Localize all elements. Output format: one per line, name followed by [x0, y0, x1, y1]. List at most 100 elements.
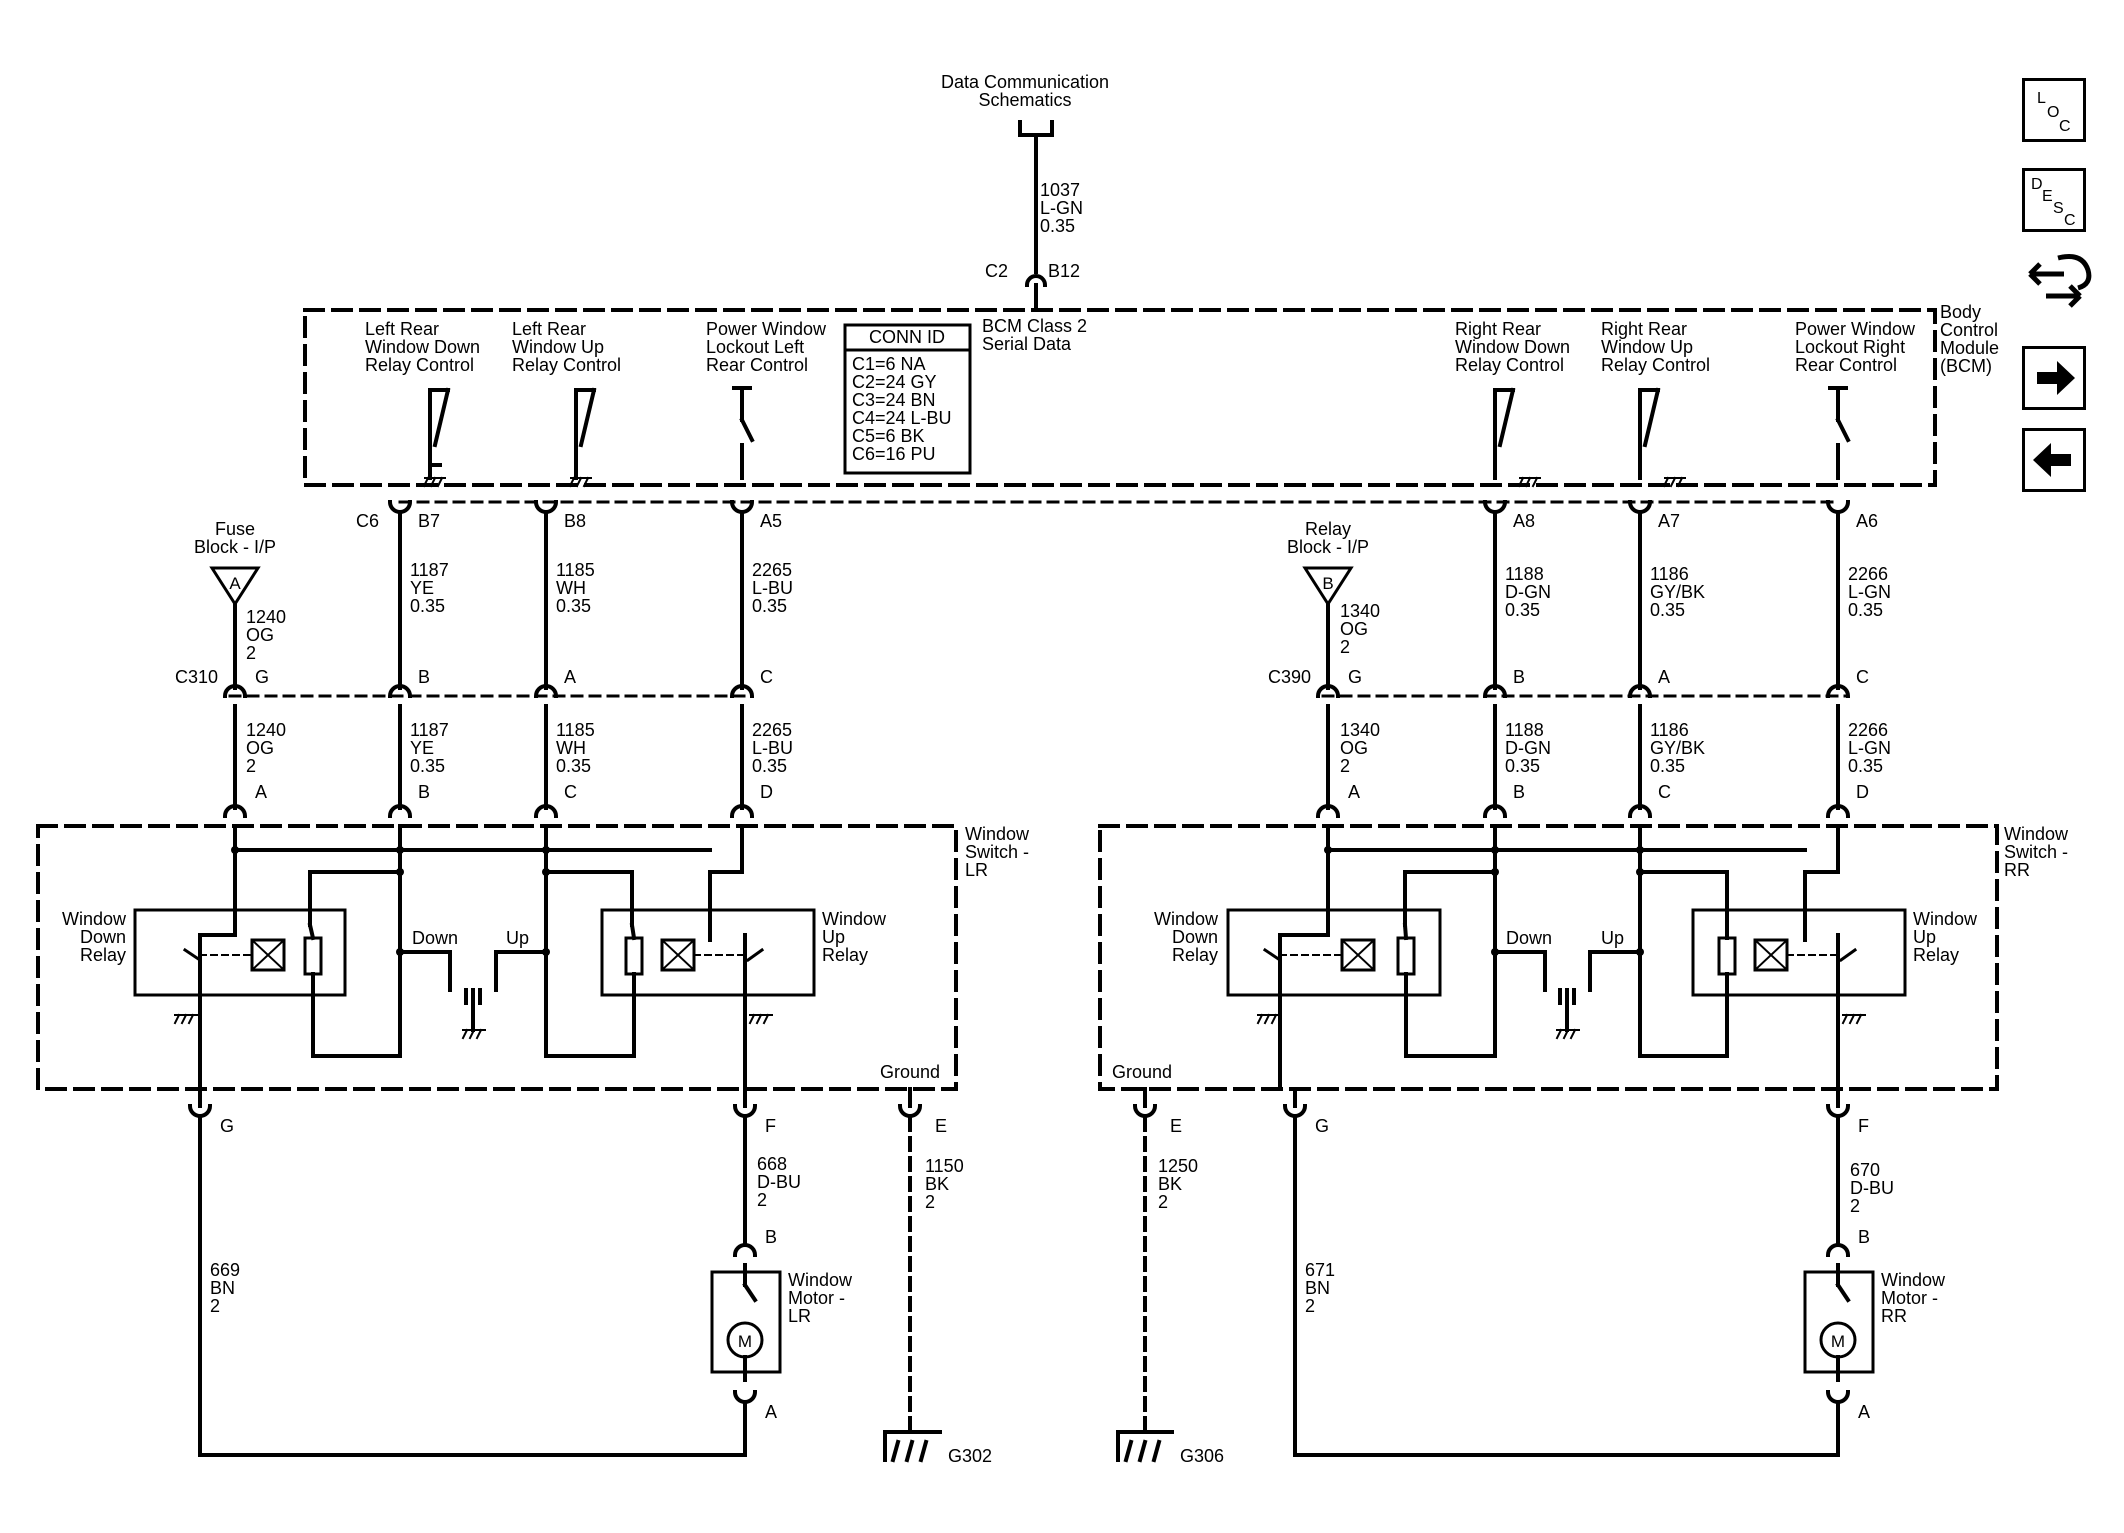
- motor-rr-3: RR: [1881, 1306, 1907, 1326]
- ground-label-rr: Ground: [1112, 1062, 1172, 1082]
- wire-1340-size-a: 2: [1340, 637, 1350, 657]
- wire-668-num: 668: [757, 1154, 787, 1174]
- conn-id-title: CONN ID: [869, 327, 945, 347]
- wire-2265-num-a: 2265: [752, 560, 792, 580]
- pin-f-rr: F: [1858, 1116, 1869, 1136]
- lockout-left-1: Power Window: [706, 319, 827, 339]
- wire-1187-size-a: 0.35: [410, 596, 445, 616]
- pin-g-lr: G: [220, 1116, 234, 1136]
- down-relay-rr-2: Down: [1172, 927, 1218, 947]
- wire-1187-size-b: 0.35: [410, 756, 445, 776]
- switch-lr-1: Window: [965, 824, 1030, 844]
- up-relay-lr-2: Up: [822, 927, 845, 947]
- down-relay-lr-3: Relay: [80, 945, 126, 965]
- sw-rr-pin-a: A: [1348, 782, 1360, 802]
- svg-text:O: O: [2047, 104, 2059, 121]
- up-relay-lr-3: Relay: [822, 945, 868, 965]
- left-down-ctrl-2: Window Down: [365, 337, 480, 357]
- wire-1185-color-a: WH: [556, 578, 586, 598]
- wire-1250-num: 1250: [1158, 1156, 1198, 1176]
- up-relay-rr-2: Up: [1913, 927, 1936, 947]
- down-relay-rr-1: Window: [1154, 909, 1219, 929]
- conn-row-4: C4=24 L-BU: [852, 408, 952, 428]
- loc-button[interactable]: L O C: [2022, 78, 2086, 142]
- motor-lr-pin-b: B: [765, 1227, 777, 1247]
- motor-rr-1: Window: [1881, 1270, 1946, 1290]
- wire-2265-num-b: 2265: [752, 720, 792, 740]
- motor-lr-pin-a: A: [765, 1402, 777, 1422]
- down-relay-lr-2: Down: [80, 927, 126, 947]
- switch-lr-3: LR: [965, 860, 988, 880]
- loc-icon: L O C: [2037, 90, 2071, 135]
- data-comm-label-2: Schematics: [978, 90, 1071, 110]
- relay-block-label-2: Block - I/P: [1287, 537, 1369, 557]
- sw-lr-pin-a: A: [255, 782, 267, 802]
- down-label-rr: Down: [1506, 928, 1552, 948]
- svg-text:L: L: [2037, 90, 2046, 107]
- wire-1188-num-b: 1188: [1505, 720, 1544, 740]
- wire-2266-num-a: 2266: [1848, 564, 1888, 584]
- wire-2266-color-b: L-GN: [1848, 738, 1891, 758]
- wire-1185-size-a: 0.35: [556, 596, 591, 616]
- wire-1240-size-a: 2: [246, 643, 256, 663]
- svg-text:C: C: [2064, 212, 2076, 229]
- pin-a5: A5: [760, 511, 782, 531]
- wire-2266-size-b: 0.35: [1848, 756, 1883, 776]
- switch-rr-3: RR: [2004, 860, 2030, 880]
- wire-1340-color-b: OG: [1340, 738, 1368, 758]
- sw-lr-pin-b: B: [418, 782, 430, 802]
- lockout-left-3: Rear Control: [706, 355, 808, 375]
- wire-1250-color: BK: [1158, 1174, 1182, 1194]
- connector-swap-button[interactable]: [2022, 248, 2094, 320]
- up-relay-lr-1: Window: [822, 909, 887, 929]
- wire-1340-size-b: 2: [1340, 756, 1350, 776]
- lockout-left-2: Lockout Left: [706, 337, 804, 357]
- wire-1240-color-b: OG: [246, 738, 274, 758]
- wire-2265-color-a: L-BU: [752, 578, 793, 598]
- wire-1186-num-a: 1186: [1650, 564, 1689, 584]
- wire-1188-color-b: D-GN: [1505, 738, 1551, 758]
- wire-1187-num-a: 1187: [410, 560, 449, 580]
- desc-button[interactable]: D E S C: [2022, 168, 2086, 232]
- wire-671-num: 671: [1305, 1260, 1335, 1280]
- wire-1188-size-b: 0.35: [1505, 756, 1540, 776]
- ground-label-lr: Ground: [880, 1062, 940, 1082]
- up-label-rr: Up: [1601, 928, 1624, 948]
- wire-1340-num-b: 1340: [1340, 720, 1380, 740]
- wire-1186-num-b: 1186: [1650, 720, 1689, 740]
- sw-rr-pin-d: D: [1856, 782, 1869, 802]
- wire-1187-num-b: 1187: [410, 720, 449, 740]
- pin-a6: A6: [1856, 511, 1878, 531]
- left-down-ctrl-3: Relay Control: [365, 355, 474, 375]
- wire-1186-color-a: GY/BK: [1650, 582, 1705, 602]
- conn-row-6: C6=16 PU: [852, 444, 936, 464]
- arrow-left-icon: [2033, 443, 2071, 477]
- motor-rr-pin-b: B: [1858, 1227, 1870, 1247]
- wire-1186-size-b: 0.35: [1650, 756, 1685, 776]
- right-up-ctrl-1: Right Rear: [1601, 319, 1687, 339]
- fuse-letter-a: A: [229, 574, 241, 593]
- sw-rr-pin-b: B: [1513, 782, 1525, 802]
- svg-text:S: S: [2053, 200, 2064, 217]
- left-up-ctrl-3: Relay Control: [512, 355, 621, 375]
- down-relay-rr-3: Relay: [1172, 945, 1218, 965]
- left-up-ctrl-2: Window Up: [512, 337, 604, 357]
- wire-2265-size-b: 0.35: [752, 756, 787, 776]
- svg-text:E: E: [2042, 188, 2053, 205]
- conn-row-5: C5=6 BK: [852, 426, 925, 446]
- c310-pin-g: G: [255, 667, 269, 687]
- ground-g302: G302: [948, 1446, 992, 1466]
- wire-1150-color: BK: [925, 1174, 949, 1194]
- previous-page-button[interactable]: [2022, 428, 2086, 492]
- wire-671-color: BN: [1305, 1278, 1330, 1298]
- wire-1186-size-a: 0.35: [1650, 600, 1685, 620]
- c310-pin-b: B: [418, 667, 430, 687]
- wire-671-size: 2: [1305, 1296, 1315, 1316]
- wire-1240-color-a: OG: [246, 625, 274, 645]
- motor-lr-3: LR: [788, 1306, 811, 1326]
- arrow-right-icon: [2037, 361, 2075, 395]
- pin-c2: C2: [985, 261, 1008, 281]
- next-page-button[interactable]: [2022, 346, 2086, 410]
- right-up-ctrl-2: Window Up: [1601, 337, 1693, 357]
